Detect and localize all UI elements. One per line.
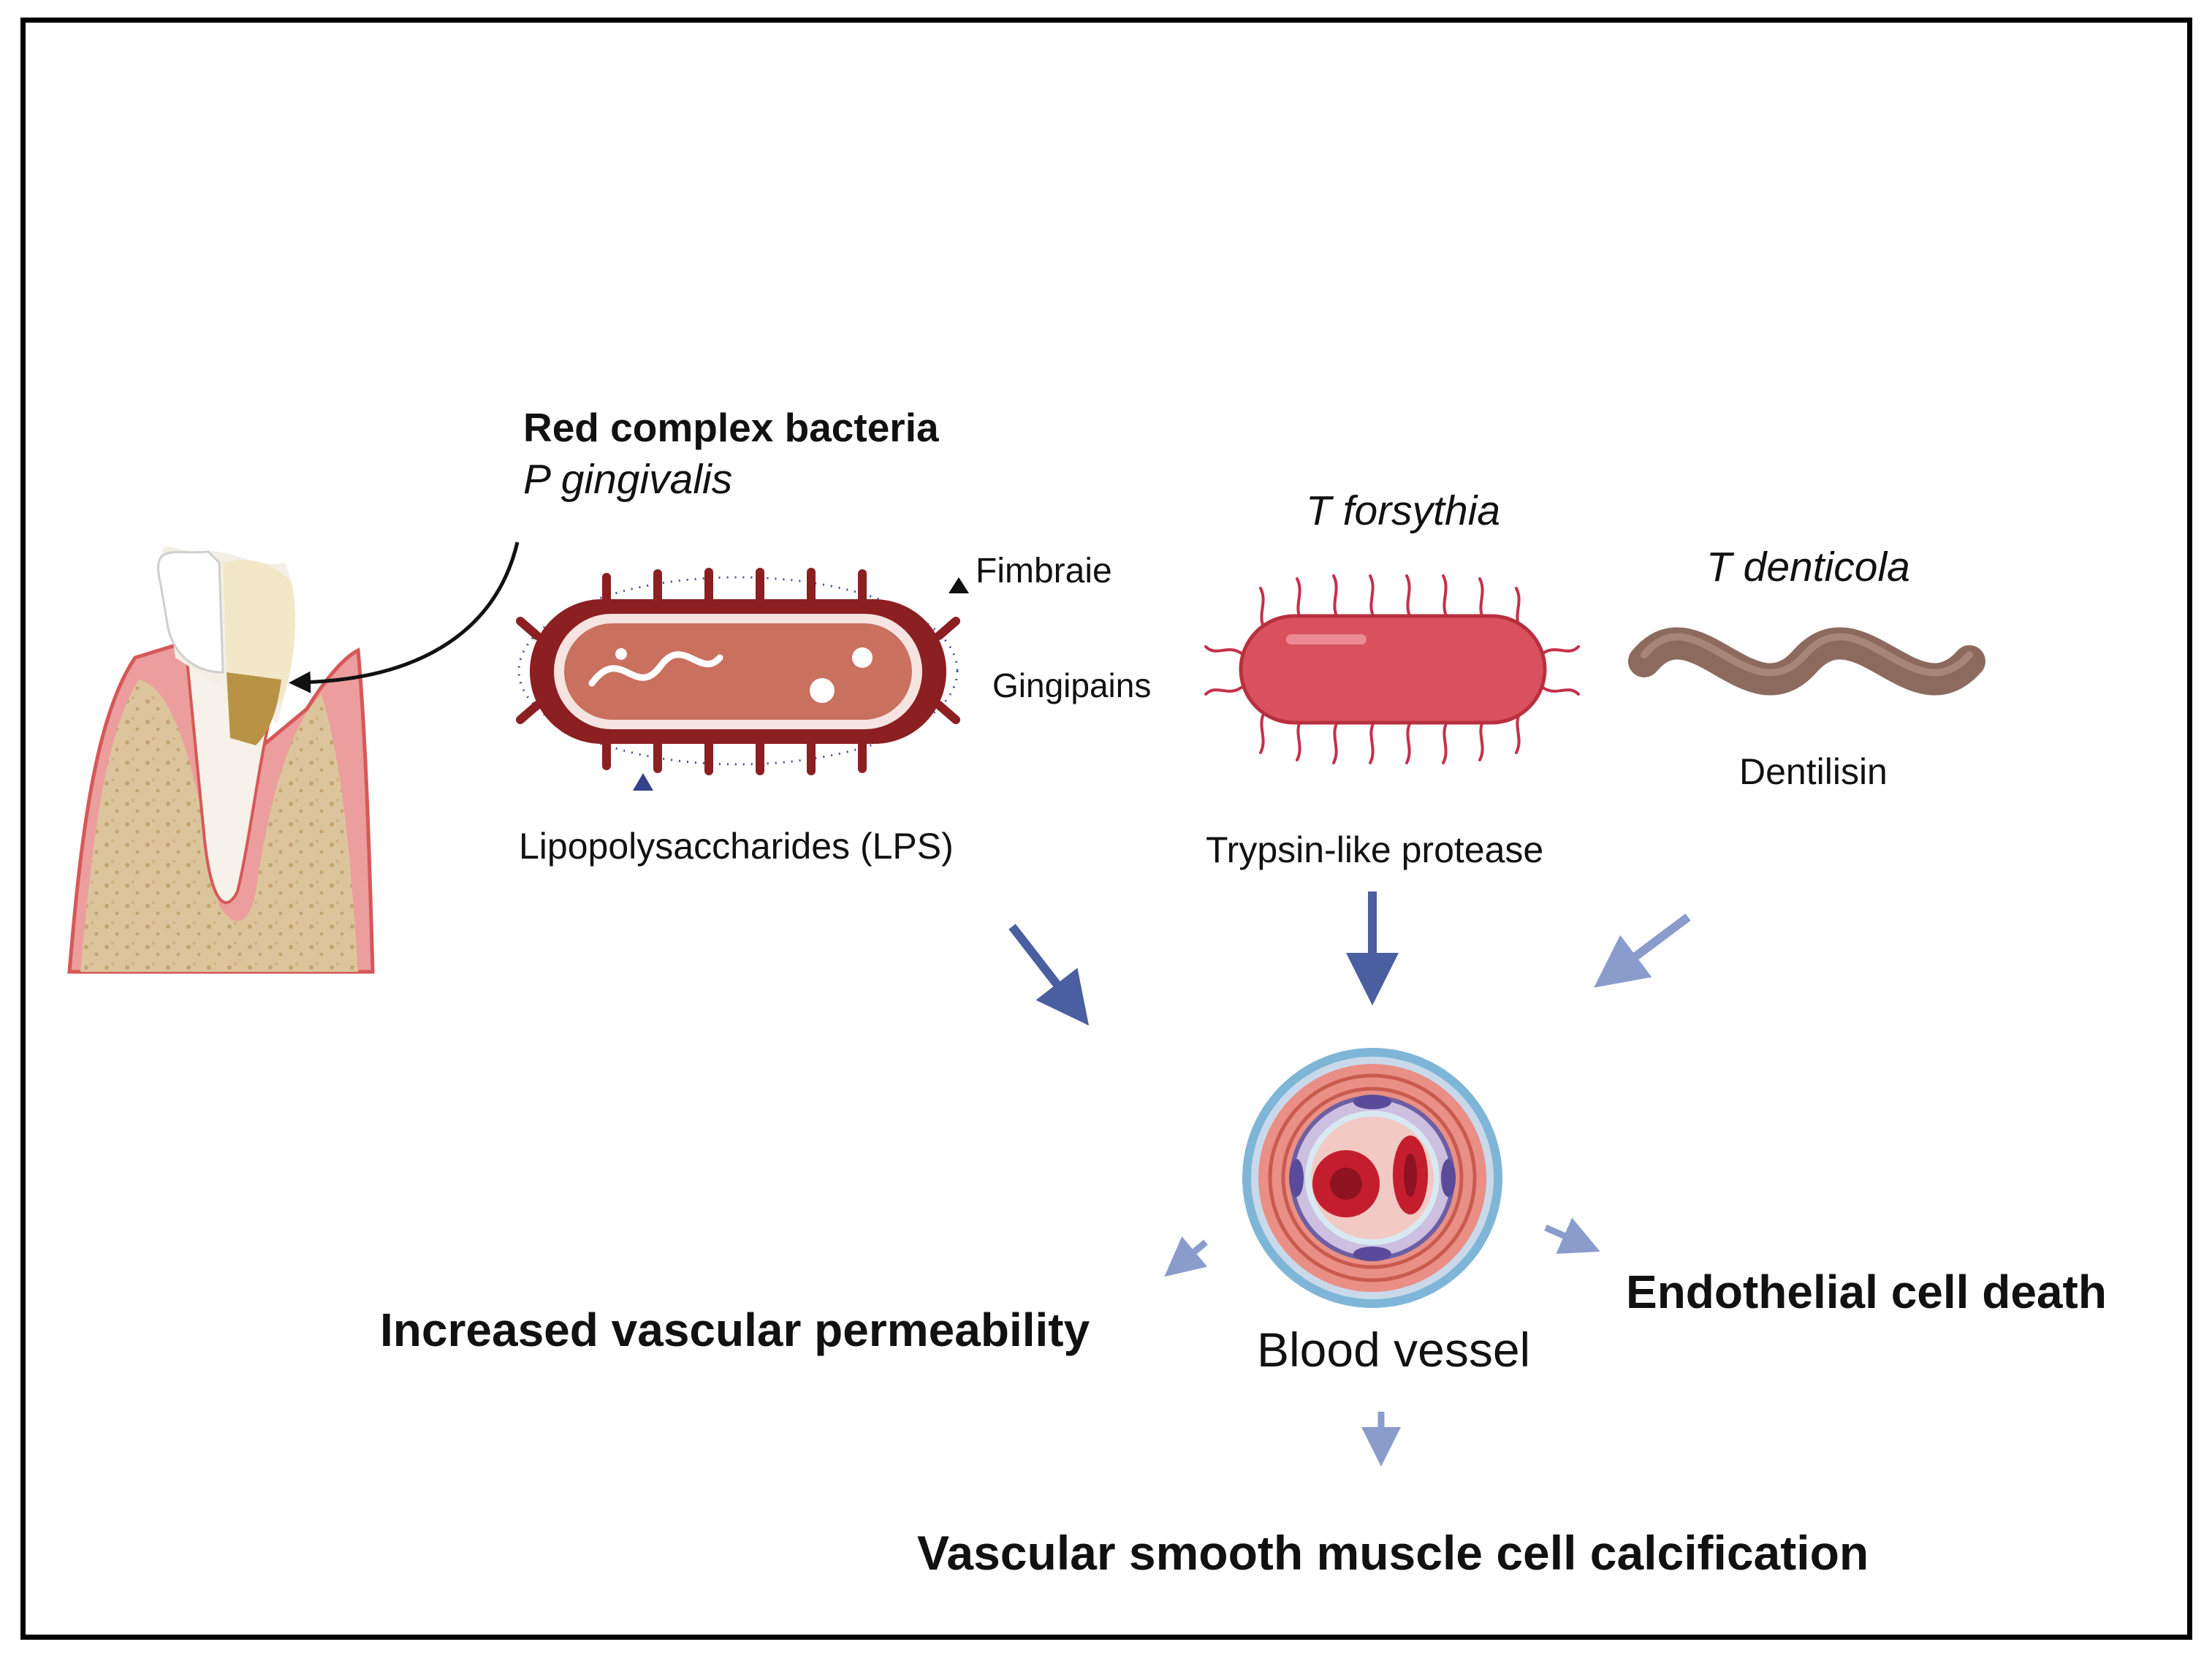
fimbriae-label: Fimbraie [976, 552, 1112, 590]
t-forsythia-name: T forsythia [1306, 487, 1501, 534]
t-denticola-name: T denticola [1706, 544, 1910, 590]
arrow-pg-to-vessel [1008, 924, 1090, 1026]
trypsin-label: Trypsin-like protease [1206, 829, 1544, 870]
outcome-cell-death: Endothelial cell death [1626, 1266, 2107, 1318]
p-gingivalis-illustration [516, 568, 960, 775]
group-title: Red complex bacteria [523, 405, 939, 450]
lps-pointer [633, 773, 653, 791]
t-forsythia-illustration [1204, 574, 1580, 764]
outcome-permeability: Increased vascular permeability [380, 1304, 1090, 1356]
fimbriae-pointer [949, 577, 969, 593]
p-gingivalis-name: P gingivalis [523, 456, 733, 503]
dentilisin-label: Dentilisin [1739, 751, 1888, 792]
figure-border [20, 18, 2192, 1640]
gingipains-label: Gingipains [992, 666, 1152, 704]
tooth-illustration [67, 547, 375, 974]
arrow-td-to-vessel [1594, 913, 1691, 988]
arrow-to-cell-death [1544, 1217, 1600, 1254]
pointer-arrow [289, 541, 520, 693]
t-denticola-illustration [1628, 627, 1985, 696]
blood-vessel-illustration [1242, 1048, 1502, 1308]
outcome-calcification: Vascular smooth muscle cell calcificatio… [917, 1526, 1869, 1580]
arrow-to-permeability [1164, 1236, 1208, 1277]
blood-vessel-label: Blood vessel [1257, 1323, 1531, 1377]
lps-label: Lipopolysaccharides (LPS) [519, 826, 954, 867]
